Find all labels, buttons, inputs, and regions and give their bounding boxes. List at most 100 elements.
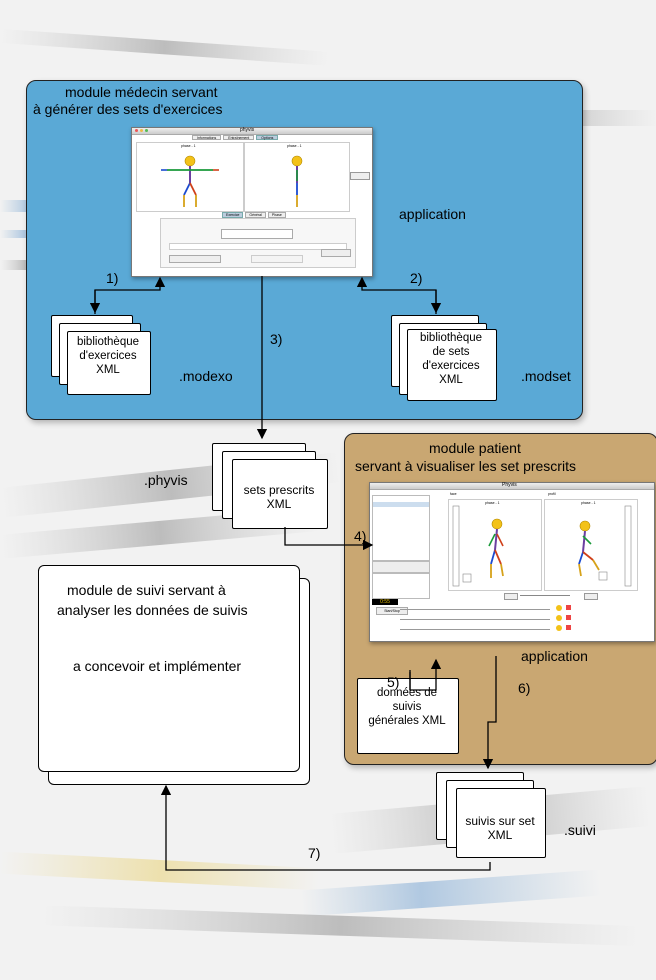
- prev-button[interactable]: [504, 593, 518, 600]
- minimize-icon: [140, 129, 143, 132]
- view-right-label: phase - 1: [287, 144, 302, 148]
- medecin-app-tabs: Informations Entraînement Options: [192, 135, 279, 140]
- skeleton-patient-profil: [578, 505, 632, 587]
- module-suivi-note: a concevoir et implémenter: [73, 658, 242, 674]
- medecin-app-titlebar: phyvis: [132, 127, 372, 135]
- patient-application-label: application: [521, 648, 588, 664]
- arrow-1: [94, 276, 166, 314]
- maximize-icon: [145, 129, 148, 132]
- tab-entrainement[interactable]: Entraînement: [223, 135, 255, 140]
- profil-label: profil: [548, 492, 556, 496]
- timeline-slider[interactable]: [520, 595, 570, 596]
- timer-display: 0:55: [372, 599, 398, 605]
- doc-modexo-line1: bibliothèque: [76, 336, 140, 348]
- doc-suivi-line1: suivis sur set: [465, 814, 535, 828]
- start-stop-button[interactable]: Start/Stop: [376, 607, 408, 615]
- module-suivi-box: module de suivi servant à analyser les d…: [38, 565, 300, 772]
- arrow-label-3: 3): [270, 331, 283, 347]
- view-select-dropdown[interactable]: [350, 172, 370, 180]
- module-medecin-title-line1: module médecin servant: [65, 84, 218, 100]
- rating-slider-1[interactable]: [400, 609, 550, 610]
- medecin-app-title: phyvis: [240, 127, 255, 133]
- objective-button[interactable]: [372, 561, 430, 573]
- doc-modexo-line3: XML: [96, 364, 120, 376]
- doc-modexo-ext: .modexo: [179, 368, 233, 384]
- pain-rating-rows: [380, 605, 648, 637]
- doc-modset-line2: de sets: [432, 346, 470, 358]
- arrow-label-7: 7): [308, 845, 321, 861]
- arrow-label-1: 1): [106, 270, 119, 286]
- medecin-view-right: phase - 1: [244, 142, 350, 212]
- patient-app-titlebar: Phyvis: [370, 482, 654, 490]
- form-text-field[interactable]: [221, 229, 293, 239]
- arrow-4: [284, 527, 374, 551]
- patient-view-face-label: phase - 1: [485, 501, 500, 505]
- arrow-2: [356, 276, 437, 314]
- doc-modset-line4: XML: [439, 374, 463, 386]
- stop-icon: [566, 605, 571, 610]
- exercise-list-selected-row[interactable]: [373, 502, 429, 507]
- module-medecin-title-line2: à générer des sets d'exercices: [33, 101, 223, 117]
- patient-view-profil-label: phase - 1: [581, 501, 596, 505]
- smiley-icon: [556, 605, 562, 611]
- smiley-icon: [556, 615, 562, 621]
- patient-app-title: Phyvis: [502, 482, 517, 488]
- arrow-label-5: 5): [387, 674, 400, 690]
- arrow-6: [482, 656, 497, 770]
- doc-phyvis-line2: XML: [266, 497, 292, 511]
- doc-modexo: bibliothèque d'exercices XML: [51, 315, 156, 397]
- doc-donnees-line2: suivis: [392, 701, 422, 713]
- stop-icon: [566, 625, 571, 630]
- doc-modexo-line2: d'exercices: [79, 350, 137, 362]
- doc-donnees: données de suivis générales XML: [357, 678, 467, 760]
- module-patient-title-line1: module patient: [429, 440, 521, 456]
- form-export-button[interactable]: [251, 255, 303, 263]
- close-icon: [135, 129, 138, 132]
- doc-phyvis-ext: .phyvis: [144, 472, 188, 488]
- patient-view-profil: phase - 1: [544, 499, 638, 591]
- form-save-button[interactable]: [169, 255, 221, 263]
- doc-suivi-ext: .suivi: [564, 822, 596, 838]
- module-medecin-region: module médecin servant à générer des set…: [26, 80, 583, 420]
- exercise-list[interactable]: [372, 495, 430, 561]
- medecin-application-label: application: [399, 206, 466, 222]
- doc-phyvis-line1: sets prescrits: [243, 483, 315, 497]
- skeleton-patient-face: [452, 505, 504, 587]
- arrow-label-6: 6): [518, 680, 531, 696]
- module-patient-title-line2: servant à visualiser les set prescrits: [355, 458, 576, 474]
- medecin-form-panel: [160, 218, 356, 268]
- doc-suivi-line2: XML: [487, 828, 513, 842]
- arrow-label-2: 2): [410, 270, 423, 286]
- doc-modset-line3: d'exercices: [422, 360, 480, 372]
- rating-slider-3[interactable]: [400, 629, 550, 630]
- module-suivi-title-line2: analyser les données de suivis: [57, 602, 248, 618]
- skeleton-profile-figure: [291, 155, 303, 207]
- medecin-view-left: phase - 1: [136, 142, 244, 212]
- face-label: face: [450, 492, 457, 496]
- next-button[interactable]: [584, 593, 598, 600]
- medecin-app-thumbnail: phyvis Informations Entraînement Options…: [131, 127, 373, 277]
- doc-modset-ext: .modset: [521, 368, 571, 384]
- doc-modset: bibliothèque de sets d'exercices XML: [391, 315, 511, 407]
- module-suivi-title-line1: module de suivi servant à: [67, 582, 226, 598]
- arrow-label-4: 4): [354, 528, 367, 544]
- skeleton-front-figure: [161, 155, 219, 207]
- arrow-7: [160, 784, 491, 871]
- stop-icon: [566, 615, 571, 620]
- doc-donnees-line3: générales XML: [368, 715, 446, 727]
- form-row-fields[interactable]: [169, 243, 347, 250]
- module-patient-region: module patient servant à visualiser les …: [344, 433, 656, 765]
- tab-options[interactable]: Options: [256, 135, 279, 140]
- patient-app-thumbnail: Phyvis 0:55 Start/Stop face profil phase…: [369, 482, 655, 642]
- patient-view-face: phase - 1: [448, 499, 542, 591]
- rating-slider-2[interactable]: [400, 619, 550, 620]
- form-apply-button[interactable]: [321, 249, 351, 257]
- tab-informations[interactable]: Informations: [192, 135, 222, 140]
- doc-suivi: suivis sur set XML: [436, 772, 556, 862]
- medecin-app-subtabs: Exercice Général Phase: [222, 212, 286, 218]
- subtab-phase[interactable]: Phase: [267, 212, 286, 218]
- subtab-general[interactable]: Général: [245, 212, 266, 218]
- description-text: [372, 573, 430, 599]
- subtab-exercice[interactable]: Exercice: [222, 212, 244, 218]
